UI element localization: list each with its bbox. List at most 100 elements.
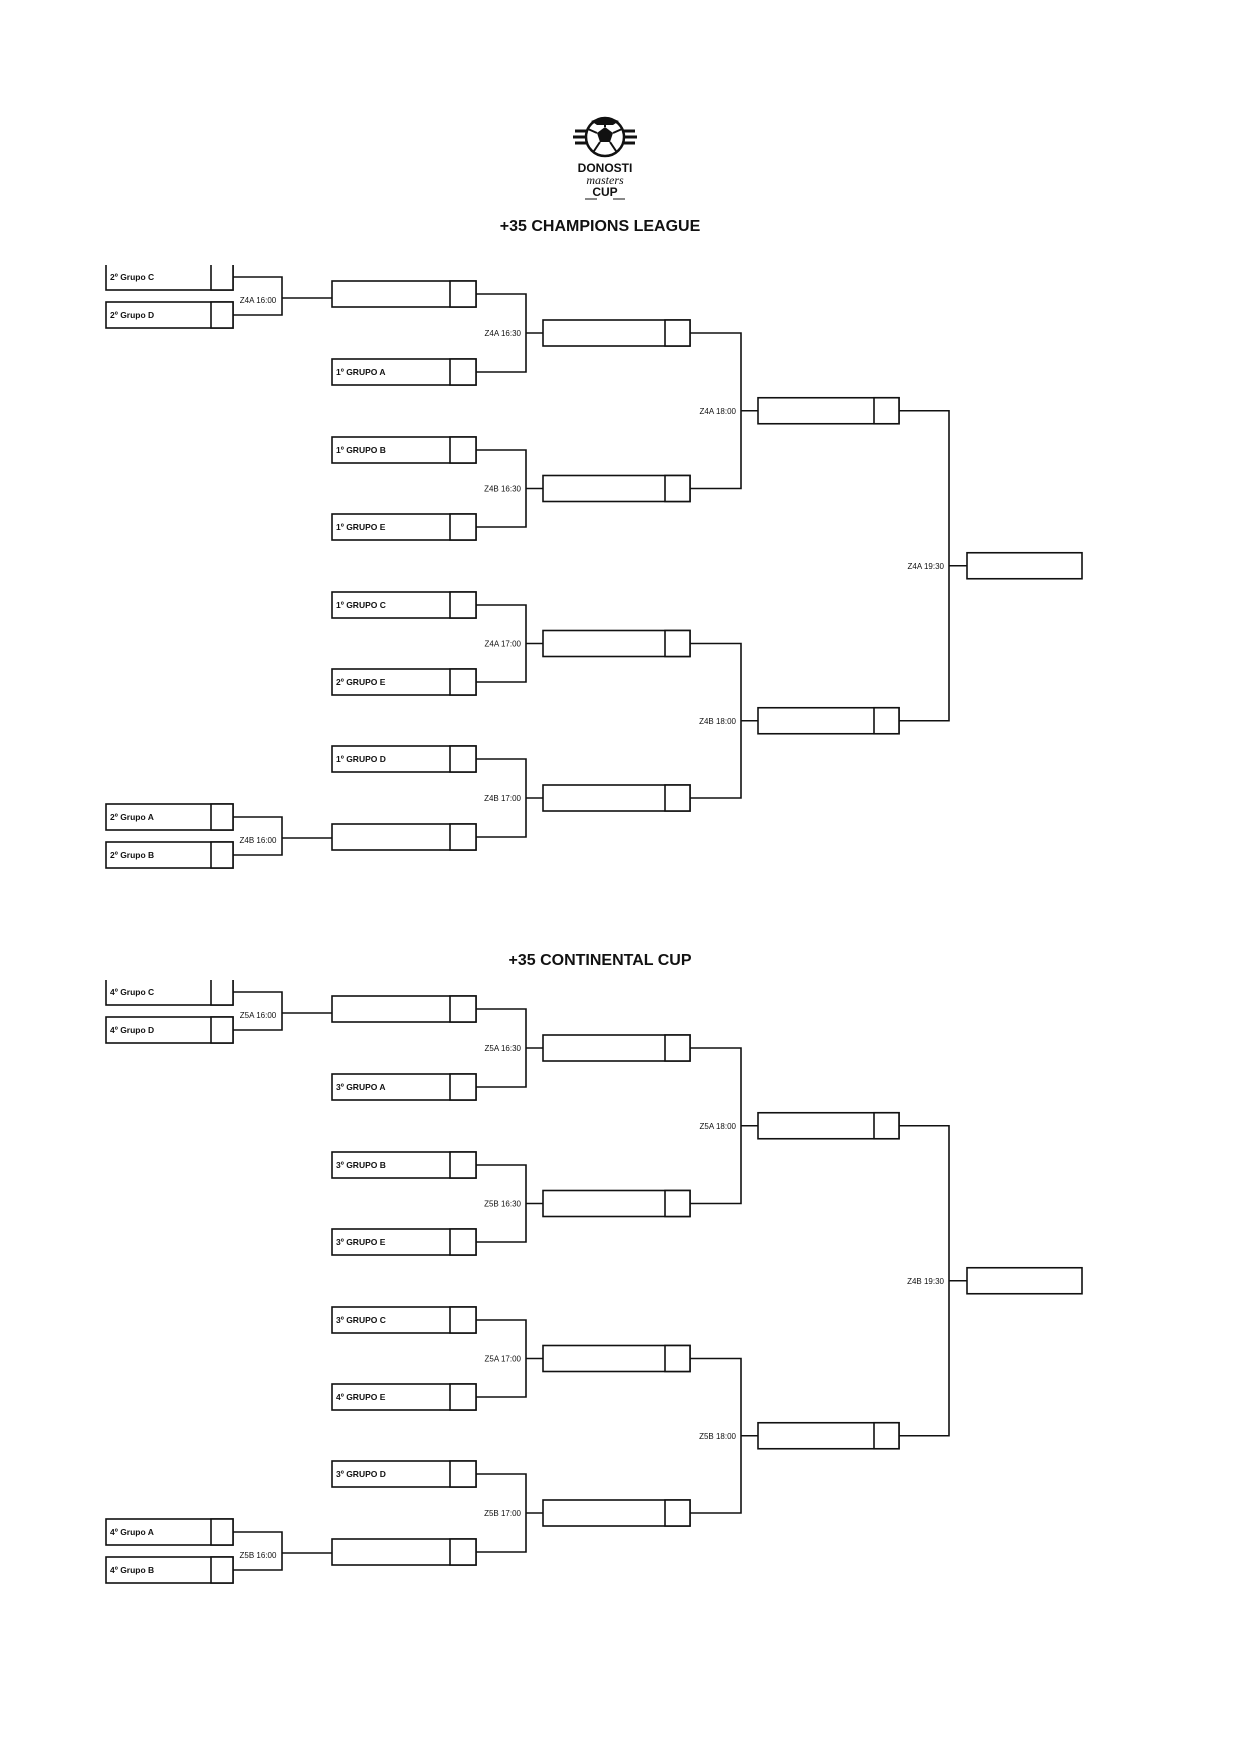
score-box — [449, 280, 477, 308]
team-label: 4º GRUPO E — [336, 1392, 386, 1402]
semifinal-team-slot — [757, 706, 900, 735]
round1-team-slot: 1º GRUPO D — [331, 745, 477, 773]
team-label: 3º GRUPO A — [336, 1082, 386, 1092]
match-label: Z4B 18:00 — [699, 717, 736, 726]
score-box — [664, 629, 691, 658]
round1-connector: Z4B 16:30 — [476, 449, 543, 528]
score-box — [873, 1111, 900, 1140]
match-label: Z4A 16:00 — [240, 296, 277, 305]
score-box — [449, 1383, 477, 1411]
score-box — [449, 591, 477, 619]
score-box — [449, 513, 477, 541]
round1-team-slot: 3º GRUPO B — [331, 1151, 477, 1179]
round1-team-slot: 1º GRUPO A — [331, 358, 477, 386]
score-box — [449, 823, 477, 851]
semifinal-team-slot — [757, 1111, 900, 1140]
round2-team-slot — [542, 1499, 691, 1527]
team-label: 3º GRUPO E — [336, 1237, 386, 1247]
match-label: Z4B 16:30 — [484, 485, 521, 494]
playin-team-slot: 4º Grupo D — [105, 1016, 234, 1044]
score-box — [449, 668, 477, 696]
round2-team-slot — [542, 474, 691, 503]
score-box — [210, 265, 234, 291]
logo-line1: DONOSTI — [578, 161, 633, 175]
team-label: 2º GRUPO E — [336, 677, 386, 687]
round1-team-slot: 3º GRUPO A — [331, 1073, 477, 1101]
team-label: 1º GRUPO E — [336, 522, 386, 532]
score-box — [664, 784, 691, 812]
score-box — [664, 474, 691, 503]
score-box — [449, 745, 477, 773]
score-box — [210, 1556, 234, 1584]
playin-connector: Z5B 16:00 — [233, 1531, 332, 1571]
playin-connector: Z5A 16:00 — [233, 991, 332, 1031]
semifinal-connector: Z5A 18:00 — [690, 1047, 758, 1205]
logo-line2: masters — [586, 173, 624, 187]
team-label: 1º GRUPO C — [336, 600, 386, 610]
round1-team-slot — [331, 823, 477, 851]
round2-team-slot — [542, 1189, 691, 1218]
round2-team-slot — [542, 629, 691, 658]
team-label: 4º Grupo A — [110, 1527, 154, 1537]
continental-cup-title: +35 CONTINENTAL CUP — [508, 952, 692, 969]
match-label: Z5B 18:00 — [699, 1432, 736, 1441]
round1-team-slot: 3º GRUPO C — [331, 1306, 477, 1334]
match-label: Z5A 16:00 — [240, 1011, 277, 1020]
match-label: Z4A 19:30 — [908, 562, 945, 571]
round1-team-slot: 4º GRUPO E — [331, 1383, 477, 1411]
score-box — [210, 841, 234, 869]
score-box — [664, 1034, 691, 1062]
team-label: 4º Grupo B — [110, 1565, 154, 1575]
semifinal-connector: Z4B 18:00 — [690, 642, 758, 799]
round1-team-slot — [331, 280, 477, 308]
logo-line3: CUP — [592, 185, 617, 199]
round1-connector: Z4A 17:00 — [476, 604, 543, 683]
round1-team-slot: 1º GRUPO B — [331, 436, 477, 464]
donosti-masters-cup-logo: DONOSTI masters CUP — [573, 116, 637, 200]
match-label: Z4B 16:00 — [240, 836, 277, 845]
team-label: 3º GRUPO D — [336, 1469, 386, 1479]
team-label: 3º GRUPO B — [336, 1160, 386, 1170]
playin-connector: Z4A 16:00 — [233, 276, 332, 316]
semifinal-connector: Z5B 18:00 — [690, 1357, 758, 1514]
team-label: 4º Grupo C — [110, 987, 154, 997]
score-box — [449, 1228, 477, 1256]
team-label: 1º GRUPO A — [336, 367, 386, 377]
score-box — [664, 319, 691, 347]
match-label: Z5B 17:00 — [484, 1509, 521, 1518]
score-box — [449, 1306, 477, 1334]
playin-connector: Z4B 16:00 — [233, 816, 332, 856]
round1-connector: Z5A 17:00 — [476, 1319, 543, 1398]
round1-team-slot: 1º GRUPO E — [331, 513, 477, 541]
score-box — [449, 358, 477, 386]
team-label: 3º GRUPO C — [336, 1315, 386, 1325]
match-label: Z5A 17:00 — [485, 1355, 522, 1364]
playin-team-slot: 4º Grupo B — [105, 1556, 234, 1584]
match-label: Z4A 17:00 — [485, 640, 522, 649]
match-label: Z5B 16:30 — [484, 1200, 521, 1209]
playin-team-slot: 2º Grupo B — [105, 841, 234, 869]
round1-connector: Z5B 16:30 — [476, 1164, 543, 1243]
round1-team-slot: 3º GRUPO D — [331, 1460, 477, 1488]
score-box — [449, 436, 477, 464]
score-box — [449, 1460, 477, 1488]
playin-team-slot: 2º Grupo D — [105, 301, 234, 329]
final-connector: Z4A 19:30 — [899, 409, 967, 722]
round1-team-slot: 3º GRUPO E — [331, 1228, 477, 1256]
score-box — [664, 1499, 691, 1527]
final-connector: Z4B 19:30 — [899, 1124, 967, 1437]
champions-league-title: +35 CHAMPIONS LEAGUE — [499, 218, 701, 235]
score-box — [449, 995, 477, 1023]
continental-cup-bracket: 4º Grupo C 4º Grupo D Z5A 16:00 4º Grupo A 4… — [0, 980, 1241, 1600]
team-label: 1º GRUPO B — [336, 445, 386, 455]
team-label: 2º Grupo C — [110, 272, 154, 282]
score-box — [664, 1189, 691, 1218]
playin-team-slot: 4º Grupo C — [105, 980, 234, 1006]
match-label: Z4A 16:30 — [485, 329, 522, 338]
round1-connector: Z4B 17:00 — [476, 758, 543, 838]
team-label: 1º GRUPO D — [336, 754, 386, 764]
match-label: Z4A 18:00 — [700, 407, 737, 416]
playin-team-slot: 2º Grupo C — [105, 265, 234, 291]
team-label: 2º Grupo B — [110, 850, 154, 860]
